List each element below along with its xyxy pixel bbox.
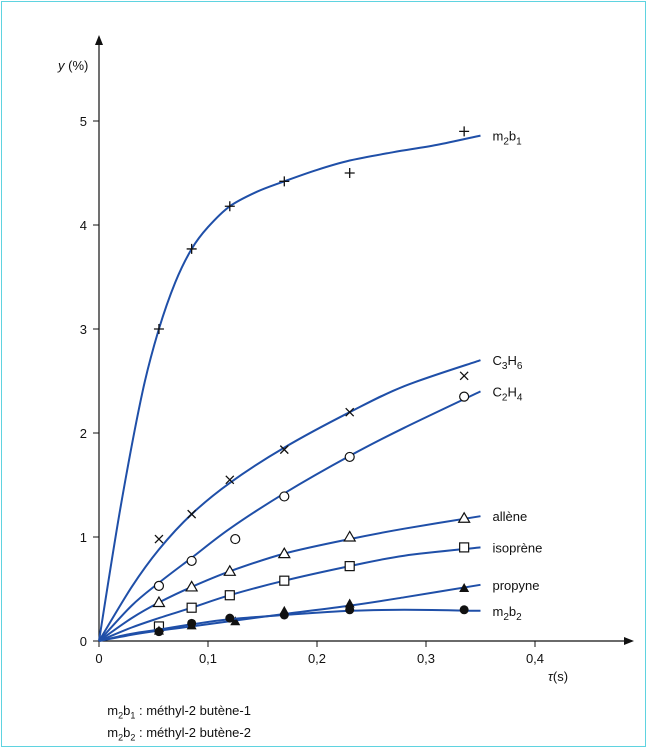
- data-point-propyne: [344, 598, 355, 608]
- x-tick-label: 0,4: [526, 651, 544, 666]
- data-point-c2h4: [230, 533, 241, 545]
- data-point-m2b2: [187, 618, 197, 628]
- data-point-propyne: [230, 616, 241, 626]
- data-point-m2b2: [279, 610, 289, 620]
- label-text: C: [493, 353, 502, 368]
- data-point-m2b2: [345, 605, 355, 615]
- data-point-c3h6: [225, 475, 235, 485]
- footnote-1-text: méthyl-2 butène-1: [146, 703, 251, 718]
- data-point-propyne: [459, 582, 470, 592]
- label-text: m: [493, 604, 504, 619]
- label-subscript: 2: [503, 137, 509, 148]
- series-curve-c2h4: [98, 390, 481, 642]
- label-text: H: [507, 353, 516, 368]
- label-subscript: 2: [516, 612, 522, 623]
- data-point-allene: [277, 546, 291, 559]
- footnote-2-sub2: 2: [130, 732, 136, 743]
- data-point-c2h4: [279, 491, 290, 502]
- data-point-c3h6: [187, 509, 197, 519]
- y-tick-label: 4: [80, 218, 87, 233]
- series-label-propyne: propyne: [493, 578, 540, 593]
- series-label-m2b1: m2b1: [493, 129, 523, 148]
- label-text: m: [493, 129, 504, 144]
- data-point-allene: [343, 530, 357, 542]
- x-axis-var: τ: [548, 669, 554, 684]
- y-axis-unit: (%): [65, 58, 89, 73]
- data-point-isoprene: [344, 561, 355, 572]
- footnote-2-sep: :: [135, 725, 147, 740]
- data-point-m2b1: [153, 324, 164, 334]
- label-subscript: 3: [502, 361, 508, 372]
- data-point-m2b2: [459, 605, 469, 615]
- series-curve-c3h6: [98, 359, 481, 642]
- label-text: C: [493, 384, 502, 399]
- data-point-m2b1: [224, 201, 235, 212]
- y-axis-title: y (%): [57, 58, 88, 73]
- x-tick-label: 0,3: [417, 651, 435, 666]
- footnote-2-mid: b: [123, 725, 131, 740]
- data-point-c2h4: [153, 580, 165, 591]
- y-axis-var: y: [57, 58, 66, 73]
- series-label-isoprene: isoprène: [493, 540, 543, 555]
- data-point-c3h6: [459, 371, 469, 381]
- x-axis-unit: (s): [553, 669, 568, 684]
- label-subscript: 2: [502, 392, 508, 403]
- data-point-m2b1: [186, 243, 197, 254]
- footnote-2-base: m: [107, 725, 119, 740]
- data-point-isoprene: [186, 602, 197, 613]
- data-point-c2h4: [459, 391, 470, 402]
- y-tick-label: 5: [80, 114, 87, 129]
- data-point-allene: [152, 595, 166, 608]
- label-subscript: 2: [503, 612, 509, 623]
- data-point-allene: [185, 580, 199, 592]
- y-tick-label: 2: [80, 426, 87, 441]
- data-point-allene: [223, 564, 237, 576]
- footnote-2-sub1: 2: [118, 732, 124, 743]
- data-point-c3h6: [279, 445, 289, 455]
- y-tick-label: 0: [80, 634, 87, 649]
- label-subscript: 4: [517, 392, 523, 403]
- series-label-m2b2: m2b2: [493, 604, 523, 623]
- y-tick-label: 1: [80, 530, 87, 545]
- x-axis-arrow: [624, 637, 634, 645]
- x-tick-label: 0,2: [308, 651, 326, 666]
- data-point-m2b1: [279, 176, 290, 187]
- footnote-1-sub1: 2: [118, 710, 124, 721]
- data-point-isoprene: [279, 575, 290, 586]
- y-tick-label: 3: [80, 322, 87, 337]
- data-point-isoprene: [459, 542, 470, 553]
- data-point-allene: [457, 511, 471, 523]
- data-point-m2b1: [459, 126, 470, 137]
- series-label-c3h6: C3H6: [493, 353, 523, 372]
- footnote-1-sub2: 1: [130, 710, 136, 721]
- footnote-1-base: m: [107, 703, 119, 718]
- series-label-allene: allène: [493, 509, 528, 524]
- data-point-c3h6: [345, 407, 355, 417]
- y-axis-arrow: [95, 35, 103, 45]
- footnote-1-mid: b: [123, 703, 131, 718]
- label-text: b: [509, 604, 516, 619]
- footnote-1: m2b1 : méthyl-2 butène-1: [100, 688, 251, 721]
- data-point-isoprene: [224, 590, 235, 601]
- footnote-2: m2b2 : méthyl-2 butène-2: [100, 710, 251, 743]
- data-point-m2b2: [154, 627, 164, 637]
- label-subscript: 1: [516, 137, 522, 148]
- data-point-m2b2: [225, 613, 235, 623]
- x-tick-label: 0,1: [199, 651, 217, 666]
- footnote-2-text: méthyl-2 butène-2: [146, 725, 251, 740]
- x-axis-title: τ(s): [548, 669, 568, 684]
- data-point-c2h4: [344, 451, 355, 463]
- data-point-c2h4: [186, 555, 197, 567]
- data-point-c3h6: [154, 534, 164, 544]
- label-text: b: [509, 129, 516, 144]
- x-tick-label: 0: [95, 651, 102, 666]
- series-curve-m2b1: [98, 134, 481, 642]
- footnote-1-sep: :: [135, 703, 147, 718]
- label-subscript: 6: [517, 361, 523, 372]
- data-point-m2b1: [344, 168, 355, 178]
- series-label-c2h4: C2H4: [493, 384, 523, 403]
- label-text: H: [507, 384, 516, 399]
